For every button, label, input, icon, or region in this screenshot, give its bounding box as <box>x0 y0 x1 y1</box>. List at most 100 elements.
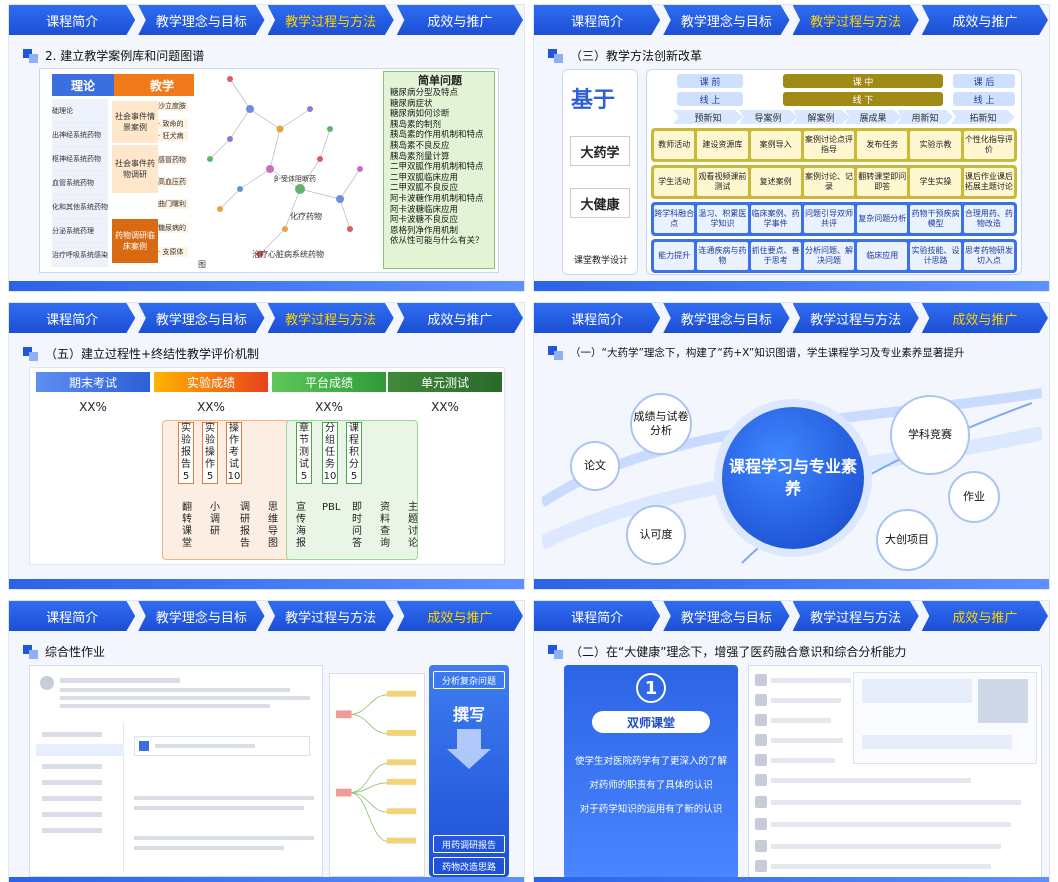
section-title-text: 综合性作业 <box>45 643 105 660</box>
tab-teaching-concept[interactable]: 教学理念与目标 <box>663 601 789 631</box>
tab-results[interactable]: 成效与推广 <box>922 601 1048 631</box>
lab-item: 小调研 <box>208 502 222 538</box>
tab-results[interactable]: 成效与推广 <box>922 5 1048 35</box>
tab-teaching-process[interactable]: 教学过程与方法 <box>268 303 394 333</box>
basis-label: 基于 <box>571 82 615 114</box>
cell: 翻转课堂即问即答 <box>857 168 907 196</box>
method-table: 课 前 课 中 课 后 线 上 线 下 线 上 预新知 导案例 解案例 展成果 … <box>646 69 1022 275</box>
list-item[interactable] <box>42 764 102 769</box>
platform-item: 主题讨论 <box>406 502 420 550</box>
list-item[interactable] <box>42 812 102 817</box>
mode-online: 线 上 <box>677 92 743 106</box>
tab-course-intro[interactable]: 课程简介 <box>9 303 135 333</box>
tab-teaching-concept[interactable]: 教学理念与目标 <box>138 601 264 631</box>
question-item: 糖尿病如何诊断 <box>384 109 494 120</box>
chat-bubble <box>862 735 1012 749</box>
placeholder-text <box>60 688 290 692</box>
section-title: （二）在“大健康”理念下，增强了医药融合意识和综合分析能力 <box>548 643 906 660</box>
list-item-active[interactable] <box>36 744 124 756</box>
question-item: 恩格列净作用机制 <box>384 226 494 237</box>
row-label: 学生活动 <box>654 168 694 196</box>
cell: 建设资源库 <box>697 131 747 159</box>
section-title: （五）建立过程性+终结性教学评价机制 <box>23 345 259 362</box>
cell: 实验示教 <box>910 131 960 159</box>
slide-evaluation-mechanism: 课程简介 教学理念与目标 教学过程与方法 成效与推广 （五）建立过程性+终结性教… <box>8 302 525 590</box>
attachment-card[interactable] <box>134 736 310 756</box>
down-arrow-icon <box>447 729 491 769</box>
theory-header: 理论 <box>52 74 114 96</box>
nav-tabs: 课程简介 教学理念与目标 教学过程与方法 成效与推广 <box>9 601 525 631</box>
tab-teaching-process[interactable]: 教学过程与方法 <box>793 5 919 35</box>
sub-item: 高血压药 <box>158 177 188 187</box>
bottom-bar <box>534 281 1049 291</box>
tab-results[interactable]: 成效与推广 <box>397 601 523 631</box>
tab-results[interactable]: 成效与推广 <box>397 303 523 333</box>
step-arrow: 用新知 <box>897 110 953 124</box>
tab-teaching-process[interactable]: 教学过程与方法 <box>268 601 394 631</box>
list-item[interactable] <box>42 780 102 785</box>
cell: 学生实操 <box>910 168 960 196</box>
drug-survey-report-button[interactable]: 用药调研报告 <box>433 835 505 853</box>
square-bullet-icon <box>548 49 564 63</box>
big-health-box: 大健康 <box>570 188 630 218</box>
benefit-line: 对药师的职责有了具体的认识 <box>566 777 736 791</box>
file-icon <box>139 741 149 751</box>
placeholder-text <box>134 836 314 840</box>
sub-item: 感冒药物 <box>158 155 188 165</box>
sub-item: 曲门曙利 <box>158 199 188 209</box>
teach-header: 教学 <box>114 74 194 96</box>
drug-modification-button[interactable]: 药物改造思路 <box>433 857 505 875</box>
chat-screenshot <box>748 665 1042 879</box>
lab-box: 实验报告5 <box>178 422 194 484</box>
benefit-line: 使学生对医院药学有了更深入的了解 <box>566 753 736 767</box>
theory-item: 化和其他系统药物 <box>52 195 108 219</box>
cell: 临床案例、药学事件 <box>751 205 801 233</box>
tab-course-intro[interactable]: 课程简介 <box>534 5 660 35</box>
step-arrow: 解案例 <box>793 110 849 124</box>
tab-teaching-concept[interactable]: 教学理念与目标 <box>663 5 789 35</box>
tab-results[interactable]: 成效与推广 <box>397 5 523 35</box>
question-header: 简单问题 <box>384 72 494 88</box>
section-title-text: （五）建立过程性+终结性教学评价机制 <box>45 345 259 362</box>
tab-course-intro[interactable]: 课程简介 <box>534 601 660 631</box>
nav-tabs: 课程简介 教学理念与目标 教学过程与方法 成效与推广 <box>9 5 525 35</box>
bottom-bar <box>534 877 1049 882</box>
tab-course-intro[interactable]: 课程简介 <box>534 303 660 333</box>
analyze-problem-button[interactable]: 分析复杂问题 <box>433 671 505 689</box>
dual-teacher-ribbon: 双师课堂 <box>592 711 710 733</box>
sub-item: · 致命的 <box>158 119 188 129</box>
platform-box: 课程积分5 <box>346 422 362 484</box>
theory-list: 础理论 出神经系统药物 枢神经系统药物 血管系统药物 化和其他系统药物 分泌系统… <box>52 99 108 267</box>
cell: 药物干预疾病模型 <box>910 205 960 233</box>
tab-teaching-process[interactable]: 教学过程与方法 <box>793 601 919 631</box>
phase-pre: 课 前 <box>677 74 743 88</box>
benefit-line: 对于药学知识的运用有了新的认识 <box>566 801 736 815</box>
tab-teaching-concept[interactable]: 教学理念与目标 <box>138 5 264 35</box>
placeholder-text <box>134 846 284 850</box>
case-scenario: 社会事件情景案例 <box>112 101 158 143</box>
placeholder-text <box>134 796 314 800</box>
list-item[interactable] <box>42 732 102 737</box>
sub-item: · 支原体 <box>158 247 188 257</box>
tab-course-intro[interactable]: 课程简介 <box>9 5 135 35</box>
tab-results[interactable]: 成效与推广 <box>922 303 1048 333</box>
tab-teaching-concept[interactable]: 教学理念与目标 <box>663 303 789 333</box>
tab-teaching-process[interactable]: 教学过程与方法 <box>793 303 919 333</box>
section-title: （三）教学方法创新改革 <box>548 47 702 64</box>
placeholder-text <box>771 800 1021 805</box>
placeholder-text <box>771 864 991 869</box>
theory-item: 础理论 <box>52 99 108 123</box>
cell: 分析问题、解决问题 <box>804 242 854 270</box>
theory-item: 枢神经系统药物 <box>52 147 108 171</box>
platform-item: 即时问答 <box>350 502 364 550</box>
bubble-homework: 作业 <box>948 471 1000 523</box>
tab-teaching-process[interactable]: 教学过程与方法 <box>268 5 394 35</box>
list-item[interactable] <box>42 828 102 833</box>
placeholder-text <box>60 678 180 683</box>
tab-teaching-concept[interactable]: 教学理念与目标 <box>138 303 264 333</box>
list-item[interactable] <box>42 796 102 801</box>
tab-course-intro[interactable]: 课程简介 <box>9 601 135 631</box>
question-item: 胰岛素的作用机制和特点 <box>384 130 494 141</box>
square-bullet-icon <box>548 346 564 360</box>
header-lab-score: 实验成绩 <box>154 372 268 392</box>
